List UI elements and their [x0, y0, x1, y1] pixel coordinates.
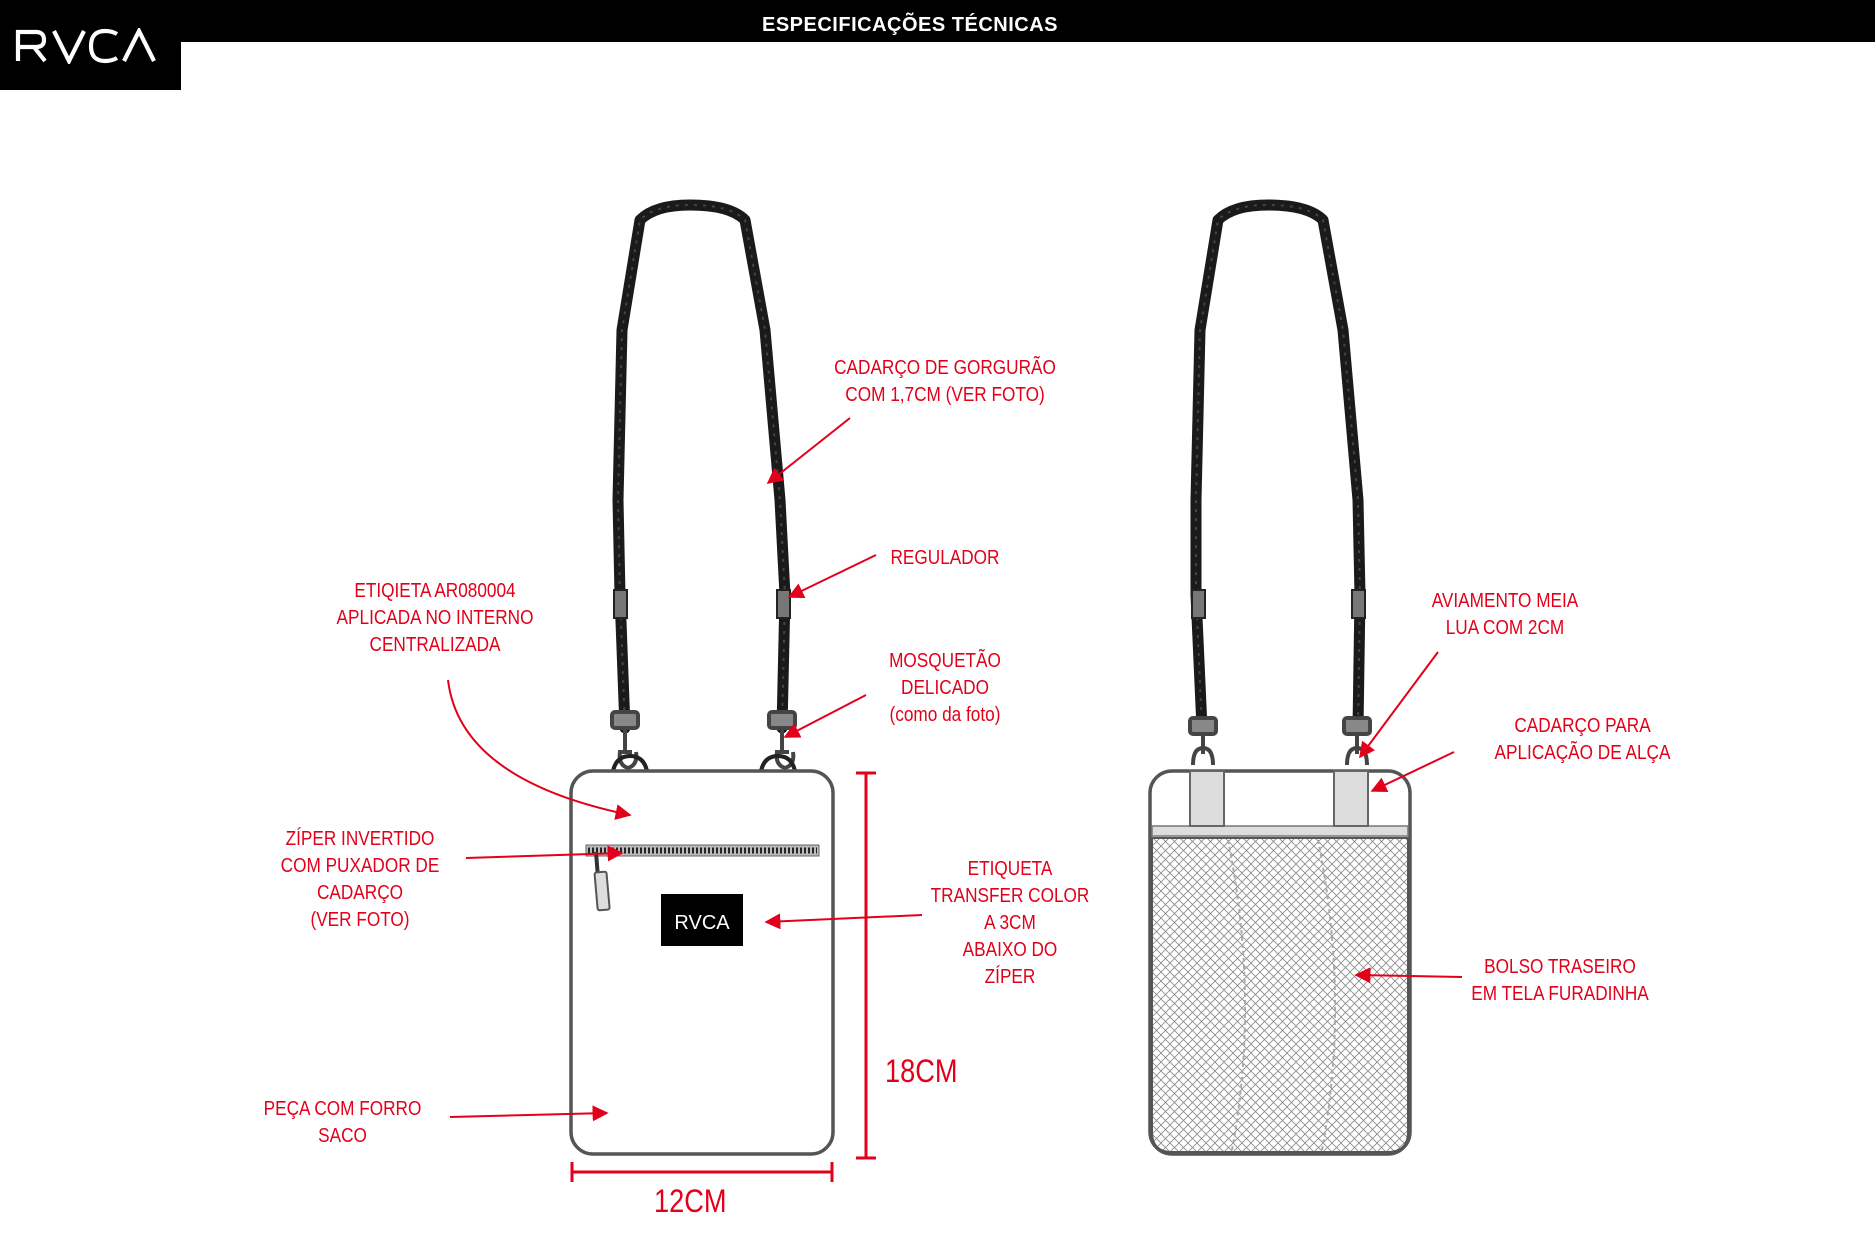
svg-text:RVCA: RVCA [674, 912, 730, 934]
front-regulator-right [776, 589, 791, 619]
carabiner-annotation: MOSQUETÃO DELICADO (como da foto) [889, 650, 1001, 726]
front-bag-body [569, 769, 835, 1156]
front-brand-label: RVCA [661, 894, 743, 946]
label-annotation: ETIQIETA AR080004 APLICADA NO INTERNO CE… [336, 580, 534, 656]
dimension-lines [570, 771, 876, 1182]
regulator-annotation: REGULADOR [890, 547, 1000, 569]
back-bag [1148, 199, 1412, 1156]
lining-annotation: PEÇA COM FORRO SACO [263, 1098, 422, 1147]
back-mesh-pocket [1151, 837, 1409, 1153]
front-carabiner-left [610, 710, 650, 783]
front-strap [612, 199, 791, 734]
tape-annotation: CADARÇO PARA APLICAÇÃO DE ALÇA [1494, 715, 1671, 764]
back-tape-left [1189, 770, 1225, 827]
zipper-annotation: ZÍPER INVERTIDO COM PUXADOR DE CADARÇO (… [280, 828, 440, 931]
back-tape-right [1333, 770, 1369, 827]
header-bar [0, 0, 1875, 42]
front-bag: RVCA [569, 199, 835, 1156]
front-regulator-left [613, 589, 628, 619]
page-title: ESPECIFICAÇÕES TÉCNICAS [762, 14, 1058, 36]
width-dimension-label: 12CM [654, 1183, 727, 1219]
height-dimension-label: 18CM [885, 1053, 958, 1089]
brand-logo [0, 0, 181, 90]
strap-annotation: CADARÇO DE GORGURÃO COM 1,7CM (VER FOTO) [834, 357, 1056, 406]
transfer-annotation: ETIQUETA TRANSFER COLOR A 3CM ABAIXO DO … [930, 858, 1090, 988]
front-zipper [585, 844, 820, 857]
pocket-annotation: BOLSO TRASEIRO EM TELA FURADINHA [1471, 956, 1649, 1005]
half-moon-annotation: AVIAMENTO MEIA LUA COM 2CM [1431, 590, 1579, 639]
zipper-puller-icon [593, 851, 611, 912]
annotation-arrows [447, 417, 1463, 1122]
rvca-logo-icon [15, 28, 156, 64]
